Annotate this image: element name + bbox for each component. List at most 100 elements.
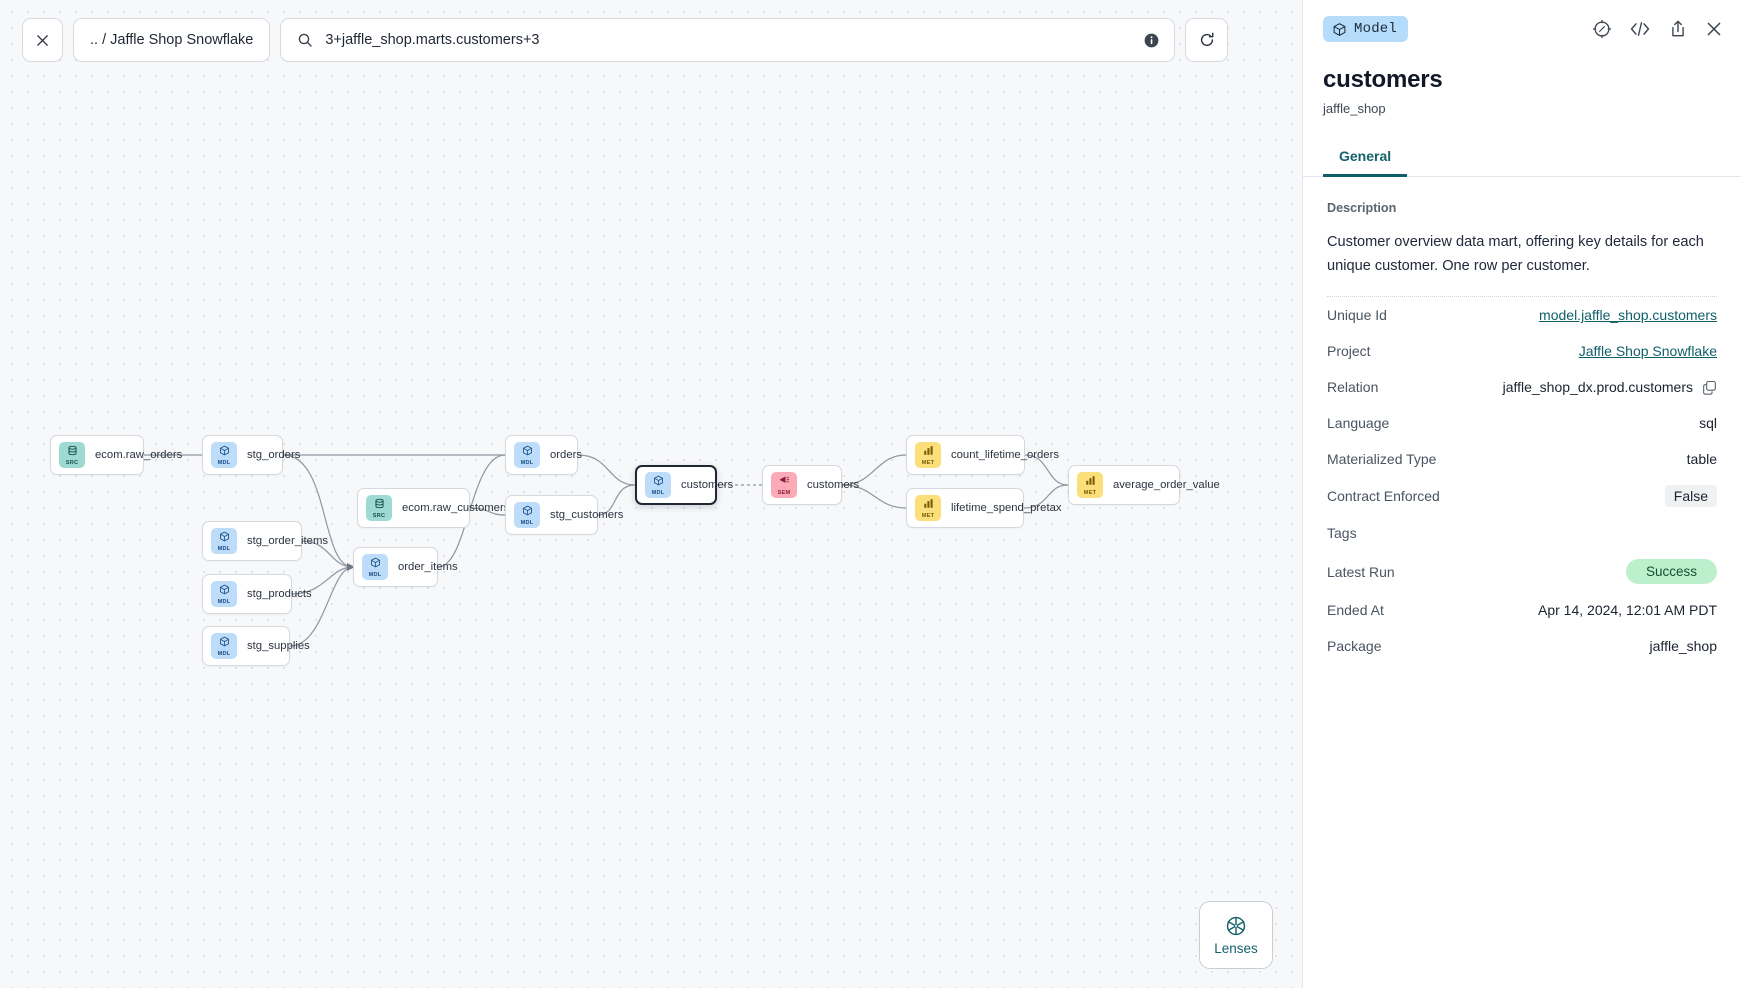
detail-row: Materialized Type table [1327, 441, 1717, 477]
close-panel-button[interactable] [1705, 20, 1723, 38]
details-title-block: customers jaffle_shop [1303, 58, 1741, 116]
detail-value-link[interactable]: model.jaffle_shop.customers [1539, 307, 1717, 324]
graph-node-label: stg_products [247, 588, 312, 600]
graph-node-label: orders [550, 449, 583, 461]
details-tabs: General [1303, 142, 1741, 177]
panel-action-icons [1592, 19, 1723, 39]
close-lineage-button[interactable] [22, 18, 63, 62]
graph-node-stg_customers[interactable]: MDL stg_customers [505, 495, 623, 535]
copy-icon[interactable] [1702, 380, 1717, 395]
detail-value: sql [1699, 415, 1717, 432]
graph-node-ecom_raw_customers[interactable]: SRC ecom.raw_customers [357, 488, 509, 528]
graph-node-label: ecom.raw_orders [95, 449, 183, 461]
graph-node-label: customers [681, 479, 734, 491]
explore-button[interactable] [1592, 19, 1612, 39]
graph-node-label: lifetime_spend_pretax [951, 502, 1062, 514]
detail-value: jaffle_shop [1649, 638, 1717, 655]
graph-node-average_order_value[interactable]: MET average_order_value [1068, 465, 1220, 505]
relation-text: jaffle_shop_dx.prod.customers [1502, 379, 1693, 396]
detail-key: Ended At [1327, 602, 1384, 619]
detail-value: table [1686, 451, 1717, 468]
detail-row: Unique Id model.jaffle_shop.customers [1327, 297, 1717, 333]
node-type-badge-src-icon: SRC [366, 495, 392, 521]
detail-key: Contract Enforced [1327, 488, 1440, 505]
graph-node-label: ecom.raw_customers [402, 502, 510, 514]
breadcrumb[interactable]: .. / Jaffle Shop Snowflake [73, 18, 271, 62]
page-title: customers [1323, 66, 1443, 93]
node-type-badge-mdl-icon: MDL [211, 442, 237, 468]
detail-row: Tags [1327, 515, 1717, 551]
aperture-icon [1226, 916, 1246, 935]
detail-row: Package jaffle_shop [1327, 628, 1717, 664]
share-button[interactable] [1668, 19, 1688, 39]
graph-node-label: order_items [398, 561, 458, 573]
lenses-button[interactable]: Lenses [1199, 901, 1273, 969]
search-icon [299, 33, 313, 47]
graph-node-label: customers [807, 479, 860, 491]
search-bar[interactable] [280, 18, 1176, 62]
graph-node-label: count_lifetime_orders [951, 449, 1060, 461]
refresh-button[interactable] [1185, 18, 1229, 62]
refresh-icon [1200, 32, 1214, 47]
detail-value-relation: jaffle_shop_dx.prod.customers [1503, 379, 1717, 395]
node-type-badge-met-icon: MET [915, 442, 941, 468]
node-type-badge-mdl-icon: MDL [211, 528, 237, 554]
status-badge: Success [1625, 559, 1717, 585]
detail-key: Tags [1327, 525, 1357, 542]
description-label: Description [1327, 201, 1397, 215]
detail-key: Language [1327, 415, 1390, 432]
graph-node-label: stg_order_items [247, 535, 328, 547]
graph-node-stg_order_items[interactable]: MDL stg_order_items [202, 521, 328, 561]
node-type-badge-met-icon: MET [915, 495, 941, 521]
graph-node-label: stg_customers [550, 509, 624, 521]
node-type-badge-sem-icon: SEM [771, 472, 797, 498]
canvas-toolbar: .. / Jaffle Shop Snowflake [22, 18, 1229, 62]
resource-type-badge: Model [1323, 16, 1409, 42]
detail-key: Package [1327, 638, 1382, 655]
search-info-button[interactable] [1143, 32, 1160, 49]
graph-node-order_items[interactable]: MDL order_items [353, 547, 458, 587]
node-type-badge-mdl-icon: MDL [362, 554, 388, 580]
graph-node-orders[interactable]: MDL orders [505, 435, 582, 475]
node-type-badge-met-icon: MET [1077, 472, 1103, 498]
view-code-button[interactable] [1629, 19, 1651, 39]
page-subtitle: jaffle_shop [1323, 101, 1386, 116]
resource-type-label: Model [1354, 21, 1398, 37]
detail-row: Ended At Apr 14, 2024, 12:01 AM PDT [1327, 592, 1717, 628]
lineage-canvas[interactable]: .. / Jaffle Shop Snowflake [0, 0, 1302, 988]
detail-key: Project [1327, 343, 1371, 360]
close-icon [1707, 22, 1721, 36]
cube-icon [1333, 22, 1346, 36]
detail-key: Latest Run [1327, 563, 1395, 580]
detail-value-link[interactable]: Jaffle Shop Snowflake [1578, 343, 1717, 360]
detail-value: Apr 14, 2024, 12:01 AM PDT [1538, 602, 1717, 619]
code-icon [1630, 22, 1650, 36]
graph-node-lifetime_spend_pretax[interactable]: MET lifetime_spend_pretax [906, 488, 1062, 528]
node-type-badge-mdl-icon: MDL [514, 442, 540, 468]
details-panel: Model [1302, 0, 1741, 988]
detail-key: Materialized Type [1327, 451, 1437, 468]
node-type-badge-mdl-icon: MDL [514, 502, 540, 528]
detail-row: Language sql [1327, 405, 1717, 441]
graph-node-customers_sem[interactable]: SEM customers [762, 465, 859, 505]
detail-row: Latest Run Success [1327, 551, 1717, 592]
details-body: Description Customer overview data mart,… [1303, 177, 1741, 988]
graph-node-label: stg_supplies [247, 640, 310, 652]
detail-row: Project Jaffle Shop Snowflake [1327, 333, 1717, 369]
search-input[interactable] [325, 32, 1132, 48]
detail-key: Unique Id [1327, 307, 1387, 324]
info-icon [1144, 33, 1159, 47]
share-icon [1672, 20, 1684, 37]
tab-general[interactable]: General [1323, 142, 1408, 177]
graph-node-count_lifetime_orders[interactable]: MET count_lifetime_orders [906, 435, 1059, 475]
graph-node-label: average_order_value [1113, 479, 1220, 491]
